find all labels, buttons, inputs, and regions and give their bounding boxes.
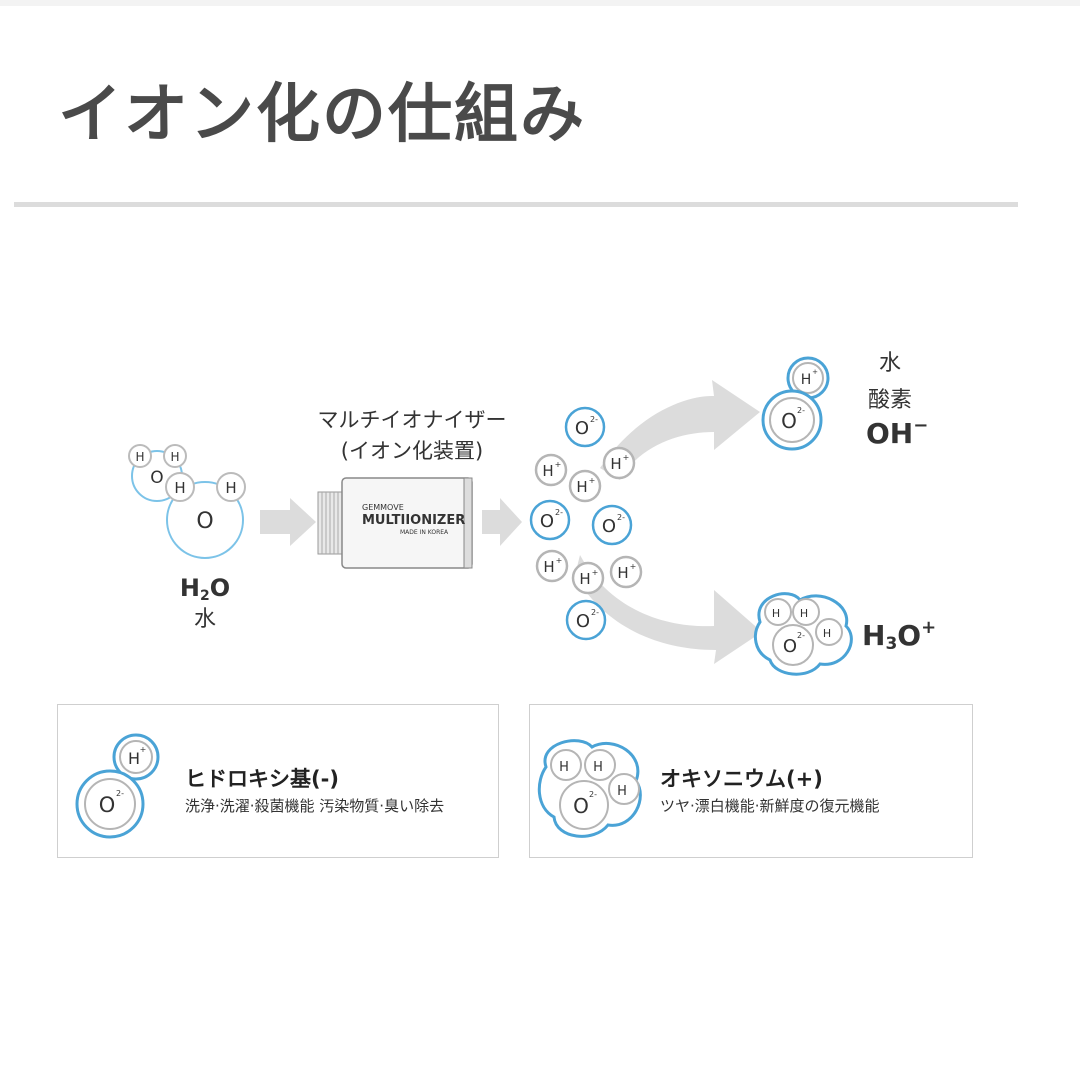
- svg-text:O: O: [781, 409, 797, 433]
- oxygen-ion: [565, 599, 607, 641]
- ionizer-title-line2: (イオン化装置): [341, 439, 483, 463]
- svg-text:H: H: [593, 760, 603, 775]
- svg-text:O: O: [573, 794, 589, 818]
- legend-title-hydronium: オキソニウム(+): [660, 767, 823, 791]
- svg-text:H: H: [559, 760, 569, 775]
- svg-text:2-: 2-: [797, 631, 805, 640]
- hydroxide-label-water: 水: [879, 351, 901, 376]
- hydrogen-ion: [609, 555, 643, 589]
- svg-text:O: O: [783, 636, 797, 657]
- water-molecule-group: O H H O H H: [128, 444, 246, 559]
- curved-arrow-up-icon: [600, 380, 760, 480]
- ionizer-device: GEMMOVE MULTIIONIZER MADE IN KOREA: [317, 477, 473, 569]
- curved-arrow-down-icon: [575, 555, 762, 664]
- title-divider: [14, 202, 1018, 207]
- hydrogen-ion: [571, 561, 605, 595]
- arrow-right-icon: [482, 498, 522, 546]
- water-formula: H2O: [180, 574, 230, 604]
- ionizer-title-line1: マルチイオナイザー: [318, 408, 507, 432]
- small-o-atom-label: O: [150, 468, 163, 488]
- hydronium-icon: H H H O 2-: [537, 739, 642, 838]
- hydronium-molecule: H H H O 2-: [753, 592, 853, 676]
- legend-desc-hydronium: ツヤ·漂白機能·新鮮度の復元機能: [660, 797, 880, 815]
- legend-title-hydroxide: ヒドロキシ基(-): [185, 767, 339, 791]
- hydroxide-icon: H + O 2-: [75, 733, 160, 839]
- svg-text:H: H: [617, 784, 627, 799]
- svg-text:H: H: [800, 607, 808, 620]
- hydrogen-ion: [534, 453, 568, 487]
- page-title: イオン化の仕組み: [58, 78, 586, 152]
- oxygen-ion: [564, 406, 606, 448]
- top-bar: [0, 0, 1080, 6]
- svg-text:O: O: [99, 793, 116, 817]
- h-atom-label: H: [170, 450, 179, 464]
- oxygen-ion: [529, 499, 571, 541]
- legend-hydroxide: H + O 2- ヒドロキシ基(-) 洗浄·洗濯·殺菌機能 汚染物質·臭い除去: [57, 704, 499, 858]
- water-label: 水: [194, 607, 216, 632]
- ionization-diagram: H + O 2- O H H O H H H2O 水 マルチイオナイザー (イオ…: [128, 351, 936, 676]
- svg-text:2-: 2-: [589, 790, 597, 799]
- svg-text:+: +: [812, 368, 818, 376]
- hydronium-formula: H3O+: [862, 617, 936, 654]
- hydroxide-formula: OH−: [866, 415, 928, 450]
- h-atom-label: H: [225, 479, 236, 497]
- legend-desc-hydroxide: 洗浄·洗濯·殺菌機能 汚染物質·臭い除去: [185, 797, 445, 815]
- h-atom-label: H: [174, 479, 185, 497]
- device-model: MULTIIONIZER: [362, 513, 465, 528]
- svg-text:2-: 2-: [116, 789, 124, 798]
- hydrogen-ion: [535, 549, 569, 583]
- hydrogen-ion: [568, 469, 602, 503]
- svg-text:H: H: [772, 607, 780, 620]
- arrow-right-icon: [260, 498, 316, 546]
- svg-text:H: H: [128, 749, 140, 768]
- device-origin: MADE IN KOREA: [400, 529, 449, 536]
- oxygen-ion: [591, 504, 633, 546]
- legend-hydronium: H H H O 2- オキソニウム(+) ツヤ·漂白機能·新鮮度の復元機能: [529, 704, 973, 858]
- h-atom-label: H: [135, 450, 144, 464]
- hydroxide-molecule: H + O 2-: [761, 356, 830, 451]
- svg-text:+: +: [140, 745, 147, 754]
- svg-text:H: H: [823, 627, 831, 640]
- device-brand: GEMMOVE: [362, 503, 404, 512]
- large-o-atom-label: O: [196, 509, 213, 534]
- svg-text:H: H: [801, 372, 812, 388]
- hydroxide-label-oxygen: 酸素: [868, 388, 912, 413]
- svg-text:2-: 2-: [797, 406, 805, 415]
- hydrogen-ion: [602, 446, 636, 480]
